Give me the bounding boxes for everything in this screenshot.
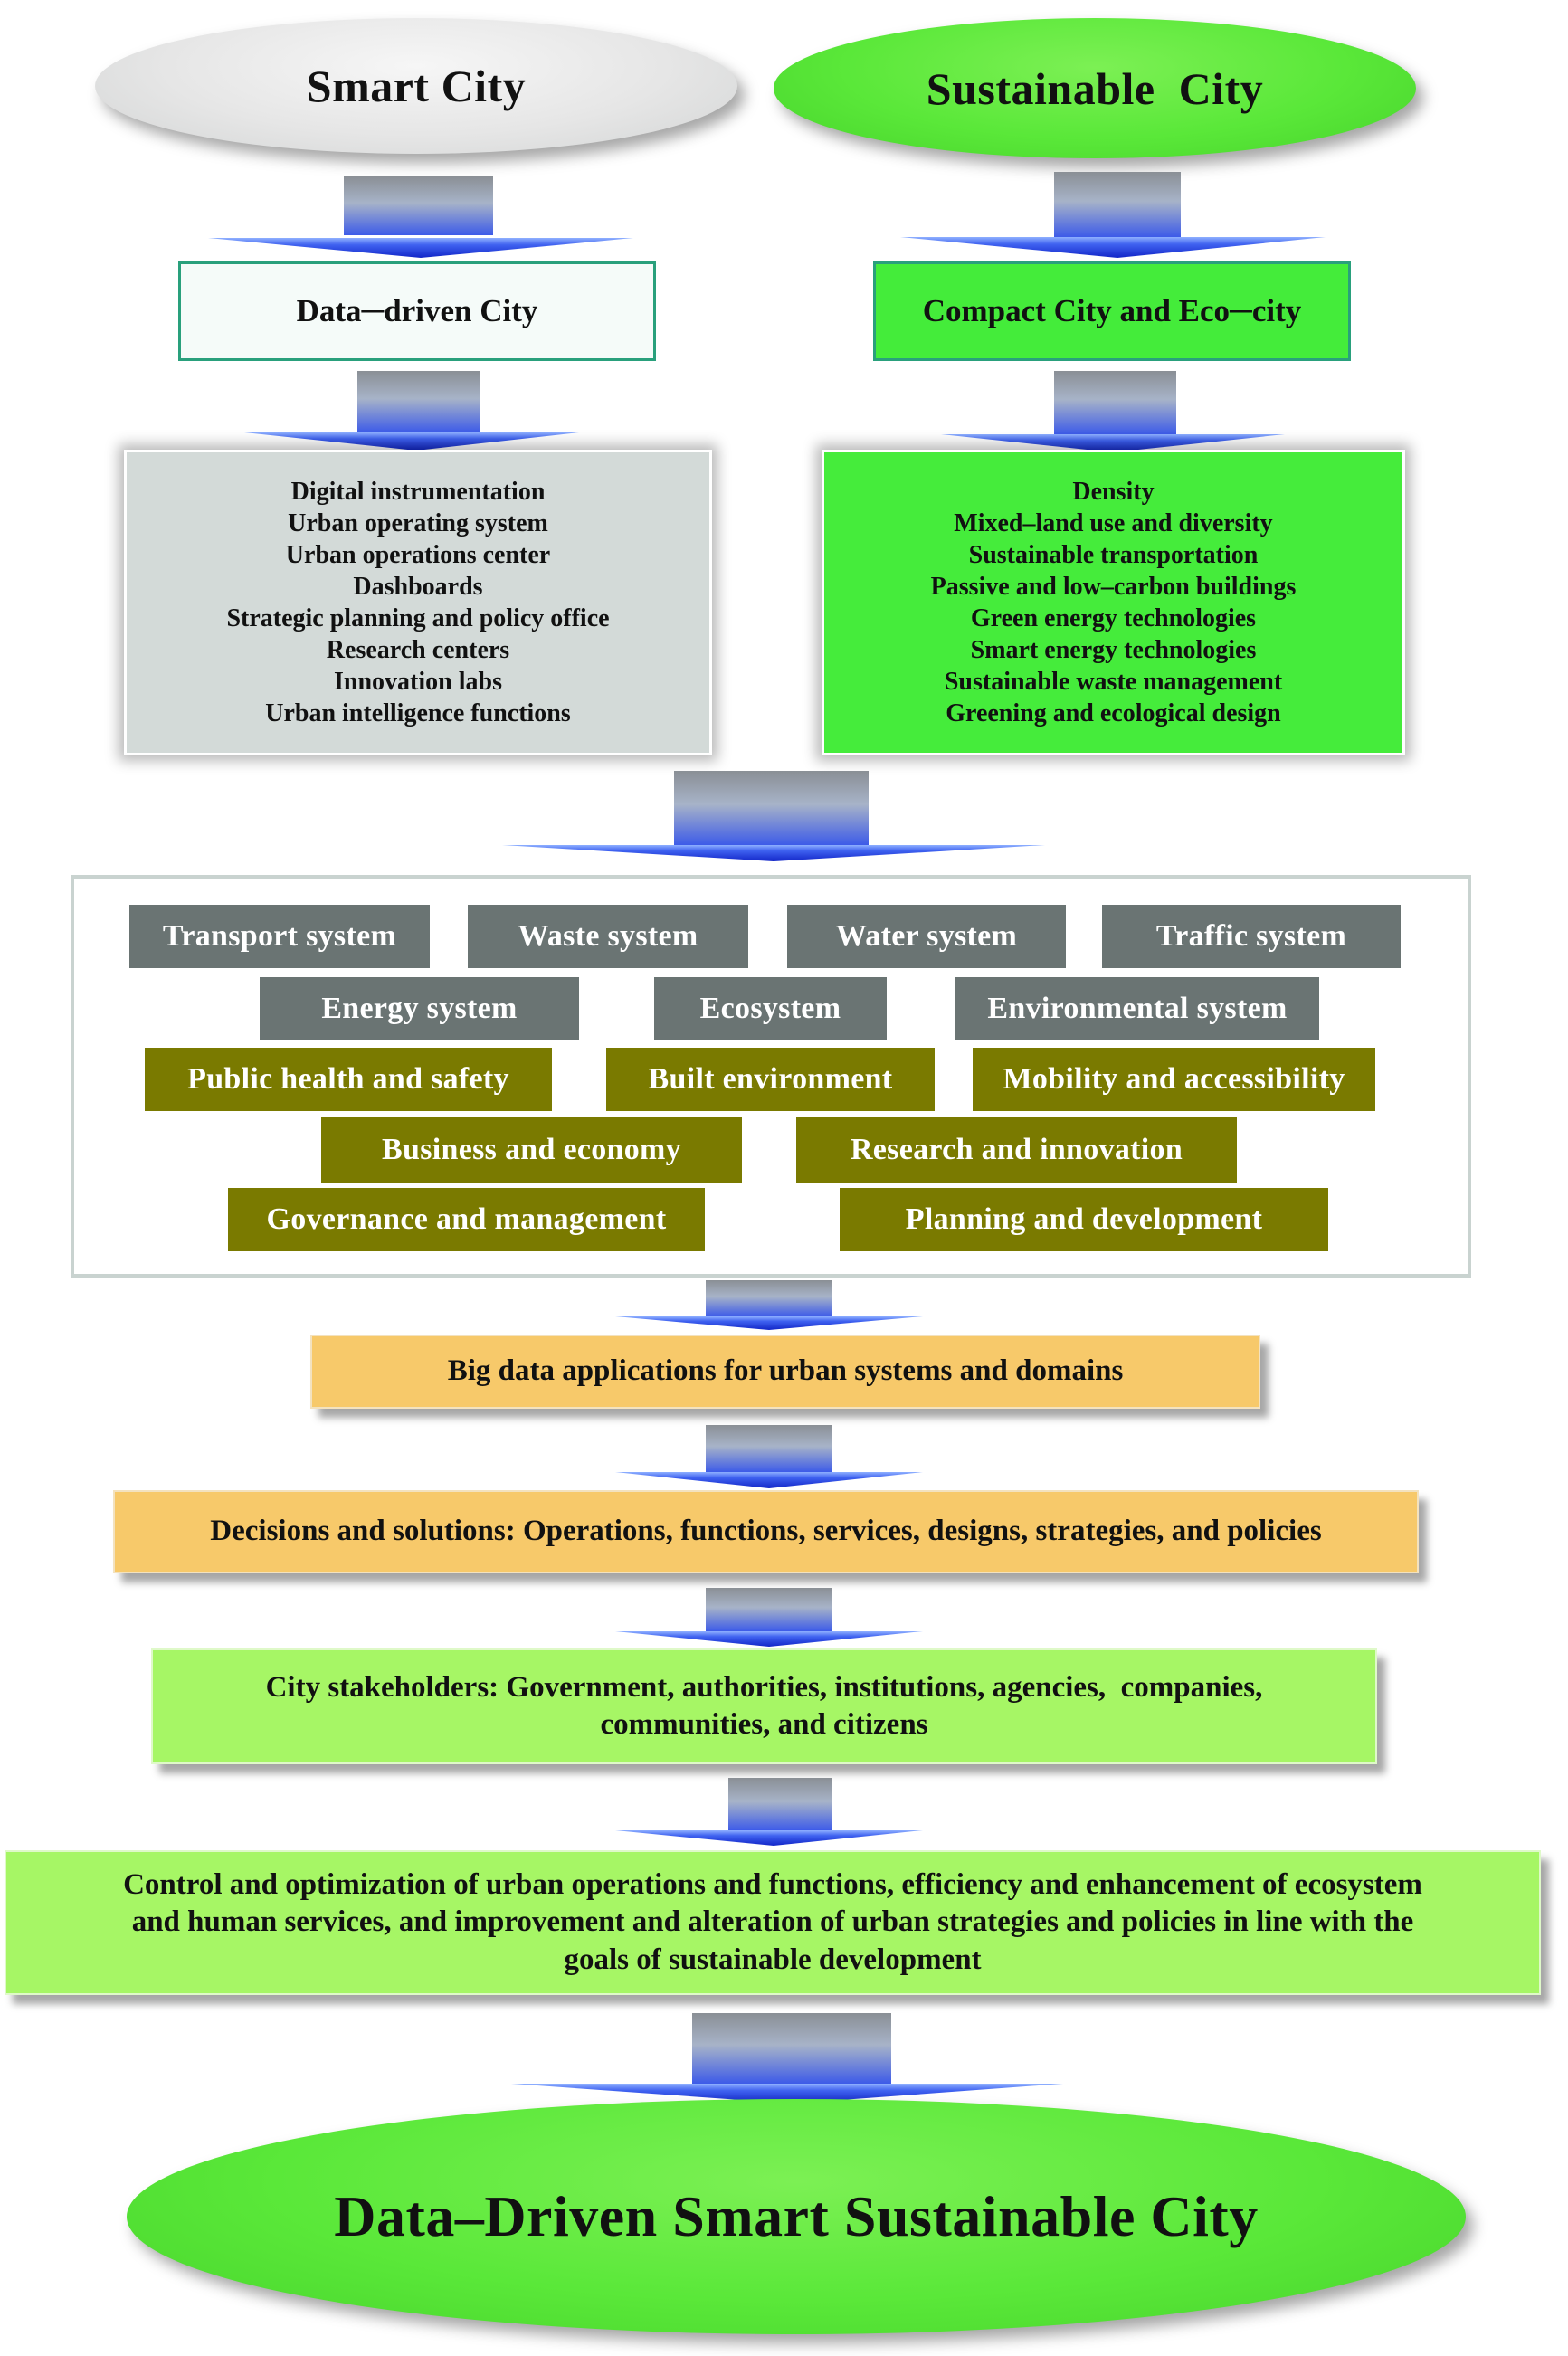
city-stakeholders-bar: City stakeholders: Government, authoriti… xyxy=(151,1648,1377,1764)
down-arrow-icon xyxy=(615,1588,923,1647)
list-item: Passive and low–carbon buildings xyxy=(930,573,1297,601)
control-optimization-bar: Control and optimization of urban operat… xyxy=(5,1850,1541,1995)
down-arrow-icon xyxy=(502,771,1045,861)
list-item: Greening and ecological design xyxy=(946,699,1281,727)
city-stakeholders-text-line2: communities, and citizens xyxy=(600,1708,928,1741)
down-arrow-icon xyxy=(208,176,633,258)
outcome-label: Data–Driven Smart Sustainable City xyxy=(334,2184,1259,2248)
down-arrow-icon xyxy=(615,1425,923,1488)
down-arrow-icon xyxy=(615,1778,923,1846)
business-economy-tag: Business and economy xyxy=(321,1117,742,1183)
smart-city-label: Smart City xyxy=(306,61,527,111)
energy-system-tag: Energy system xyxy=(260,977,579,1040)
smart-city-components-box: Digital instrumentation Urban operating … xyxy=(124,450,712,755)
list-item: Innovation labs xyxy=(334,668,502,696)
down-arrow-icon xyxy=(941,371,1285,452)
list-item: Digital instrumentation xyxy=(290,478,546,506)
sustainable-city-label: Sustainable City xyxy=(926,62,1264,114)
waste-system-tag: Waste system xyxy=(468,905,748,968)
list-item: Research centers xyxy=(326,636,510,664)
control-optimization-text-line2: and human services, and improvement and … xyxy=(131,1905,1414,1939)
list-item: Strategic planning and policy office xyxy=(226,604,610,632)
list-item: Smart energy technologies xyxy=(970,636,1257,664)
list-item: Urban intelligence functions xyxy=(265,699,571,727)
decisions-solutions-text: Decisions and solutions: Operations, fun… xyxy=(210,1515,1322,1548)
list-item: Sustainable transportation xyxy=(968,541,1259,569)
big-data-applications-text: Big data applications for urban systems … xyxy=(447,1354,1124,1388)
mobility-accessibility-tag: Mobility and accessibility xyxy=(973,1048,1375,1111)
list-item: Mixed–land use and diversity xyxy=(954,509,1273,537)
planning-development-tag: Planning and development xyxy=(840,1188,1328,1251)
smart-city-ellipse: Smart City xyxy=(95,18,737,154)
sustainable-city-components-box: Density Mixed–land use and diversity Sus… xyxy=(822,450,1405,755)
traffic-system-tag: Traffic system xyxy=(1102,905,1401,968)
research-innovation-tag: Research and innovation xyxy=(796,1117,1237,1183)
down-arrow-icon xyxy=(511,2013,1063,2104)
list-item: Sustainable waste management xyxy=(944,668,1283,696)
built-environment-tag: Built environment xyxy=(606,1048,935,1111)
list-item: Dashboards xyxy=(353,573,483,601)
list-item: Density xyxy=(1072,478,1155,506)
compact-eco-city-box: Compact City and Eco─city xyxy=(873,261,1351,361)
governance-management-tag: Governance and management xyxy=(228,1188,705,1251)
ecosystem-tag: Ecosystem xyxy=(654,977,887,1040)
decisions-solutions-bar: Decisions and solutions: Operations, fun… xyxy=(113,1490,1419,1573)
big-data-applications-bar: Big data applications for urban systems … xyxy=(310,1335,1260,1409)
data-driven-city-label: Data─driven City xyxy=(296,293,538,328)
list-item: Urban operating system xyxy=(288,509,548,537)
water-system-tag: Water system xyxy=(787,905,1066,968)
city-stakeholders-text-line1: City stakeholders: Government, authoriti… xyxy=(265,1670,1263,1704)
list-item: Urban operations center xyxy=(285,541,551,569)
compact-eco-city-label: Compact City and Eco─city xyxy=(922,293,1302,328)
data-driven-smart-sustainable-city-ellipse: Data–Driven Smart Sustainable City xyxy=(127,2099,1466,2334)
environmental-system-tag: Environmental system xyxy=(955,977,1319,1040)
control-optimization-text-line1: Control and optimization of urban operat… xyxy=(123,1868,1422,1902)
list-item: Green energy technologies xyxy=(970,604,1257,632)
down-arrow-icon xyxy=(244,371,579,451)
transport-system-tag: Transport system xyxy=(129,905,430,968)
down-arrow-icon xyxy=(900,172,1326,258)
down-arrow-icon xyxy=(615,1280,923,1330)
control-optimization-text-line3: goals of sustainable development xyxy=(564,1943,982,1976)
public-health-tag: Public health and safety xyxy=(145,1048,552,1111)
sustainable-city-ellipse: Sustainable City xyxy=(774,18,1416,158)
data-driven-city-box: Data─driven City xyxy=(178,261,656,361)
